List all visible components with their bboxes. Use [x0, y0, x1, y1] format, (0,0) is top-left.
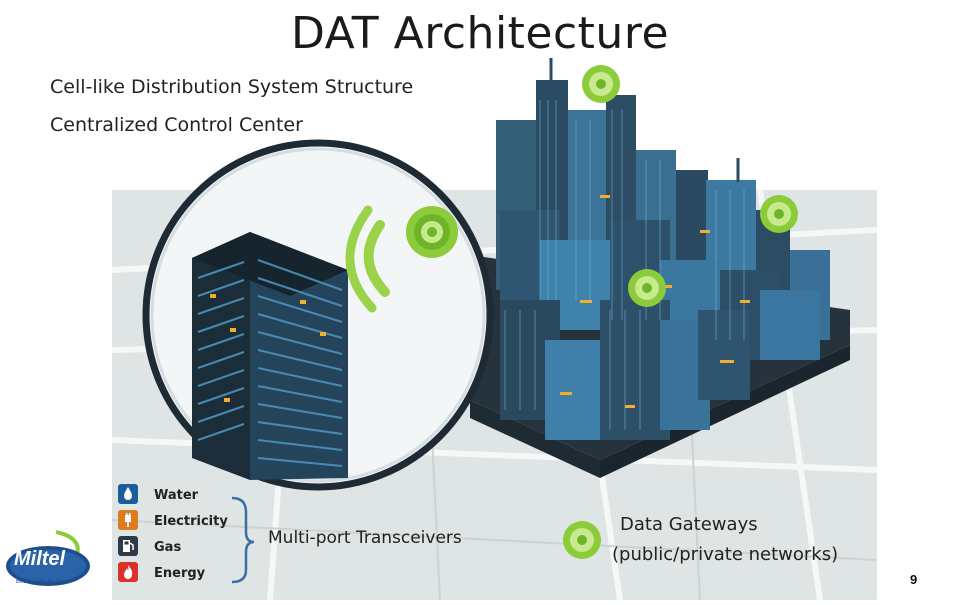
plug-icon: [118, 510, 138, 530]
slide-title: DAT Architecture: [290, 8, 670, 59]
logo-name: Miltel: [14, 548, 66, 570]
water-drop-icon: [118, 484, 138, 504]
legend-energy: Energy: [154, 566, 206, 581]
legend-electricity: Electricity: [154, 514, 228, 529]
legend-water: Water: [154, 488, 199, 503]
legend-gas: Gas: [154, 540, 182, 555]
gateways-label: Data Gateways: [620, 514, 758, 535]
bullet-control-center: Centralized Control Center: [50, 114, 303, 136]
page-number: 9: [910, 572, 918, 587]
gas-pump-icon: [118, 536, 138, 556]
logo-tagline: Better Data by Far...: [16, 579, 70, 585]
transceivers-label: Multi-port Transceivers: [268, 528, 462, 548]
bullet-cell-structure: Cell-like Distribution System Structure: [50, 76, 414, 98]
flame-icon: [118, 562, 138, 582]
miltel-logo: [2, 528, 110, 600]
gateways-sublabel: (public/private networks): [612, 544, 839, 565]
